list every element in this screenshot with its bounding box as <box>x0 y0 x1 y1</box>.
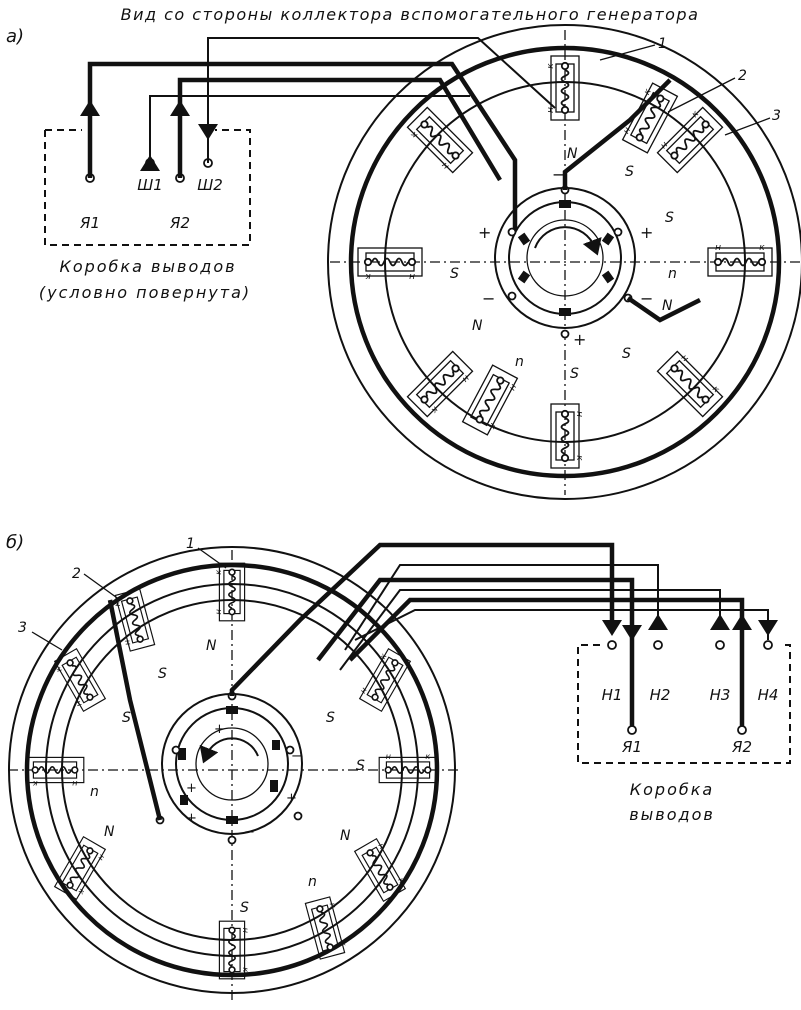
svg-text:Я2: Я2 <box>731 738 752 756</box>
svg-text:S: S <box>356 758 365 774</box>
svg-text:Н4: Н4 <box>758 686 779 704</box>
leads-b <box>107 542 778 821</box>
terminal-n2-b <box>653 640 663 650</box>
svg-text:S: S <box>570 366 579 382</box>
svg-text:n: n <box>90 784 99 800</box>
diagram-b-label: б) <box>6 532 24 553</box>
svg-text:S: S <box>622 346 631 362</box>
callouts-b: 1 2 3 <box>18 536 227 651</box>
brush-signs-b: + − + − + + <box>186 722 302 840</box>
svg-text:S: S <box>158 666 167 682</box>
frame-outer-a <box>327 24 801 500</box>
svg-text:n: n <box>308 874 317 890</box>
box-caption-a-2: (условно повернута) <box>39 283 251 302</box>
svg-text:+: + <box>186 781 197 796</box>
svg-text:−: − <box>244 825 255 840</box>
terminal-n4-b <box>763 640 773 650</box>
box-caption-b-1: Коробка <box>630 780 714 799</box>
svg-text:N: N <box>206 638 217 654</box>
svg-text:+: + <box>573 330 586 349</box>
svg-text:S: S <box>625 164 634 180</box>
terminal-ya2-b <box>737 725 747 735</box>
svg-text:N: N <box>567 146 578 162</box>
svg-text:Н2: Н2 <box>650 686 671 704</box>
callouts-a: 1 2 3 <box>599 36 781 136</box>
svg-text:Я1: Я1 <box>621 738 642 756</box>
svg-text:−: − <box>552 165 565 184</box>
svg-text:S: S <box>240 900 249 916</box>
svg-text:S: S <box>665 210 674 226</box>
svg-text:N: N <box>662 298 673 314</box>
leads-a <box>80 37 556 230</box>
svg-text:n: n <box>668 266 677 282</box>
svg-text:−: − <box>291 749 302 764</box>
svg-text:1: 1 <box>186 536 195 552</box>
armature-a <box>494 185 636 339</box>
svg-text:Н1: Н1 <box>602 686 623 704</box>
svg-text:−: − <box>640 289 653 308</box>
svg-text:N: N <box>472 318 483 334</box>
box-caption-b-2: выводов <box>629 805 715 824</box>
svg-text:3: 3 <box>18 620 27 636</box>
terminal-box-a: Я1 Я2 Ш1 Ш2 Коробка выводов (условно пов… <box>39 129 251 302</box>
svg-text:S: S <box>326 710 335 726</box>
svg-text:3: 3 <box>772 108 781 124</box>
diagram-b: б) <box>6 532 791 1000</box>
label-ya1-a: Я1 <box>79 214 100 232</box>
diagram-header: Вид со стороны коллектора вспомогательно… <box>121 5 700 24</box>
svg-text:+: + <box>640 223 653 242</box>
pole-labels-b: N S S S n N N S n S <box>90 638 365 916</box>
label-ya2-a: Я2 <box>169 214 190 232</box>
label-sh2-a: Ш2 <box>197 176 223 194</box>
armature-b <box>155 691 303 845</box>
diagram-a: а) Я1 Я2 Ш1 Ш2 Коробка выводов (условно … <box>6 24 801 500</box>
terminal-n3-b <box>715 640 725 650</box>
terminal-n1-b <box>607 640 617 650</box>
svg-text:S: S <box>122 710 131 726</box>
terminal-box-b: Н1 Н2 Н3 Н4 Я1 Я2 Коробка выводов <box>577 640 791 824</box>
svg-text:S: S <box>450 266 459 282</box>
svg-text:N: N <box>340 828 351 844</box>
box-caption-a-1: Коробка выводов <box>59 257 236 276</box>
svg-text:+: + <box>286 791 297 806</box>
svg-text:1: 1 <box>658 36 667 52</box>
svg-text:n: n <box>515 354 524 370</box>
svg-text:N: N <box>104 824 115 840</box>
svg-text:+: + <box>186 811 197 826</box>
svg-text:2: 2 <box>738 68 747 84</box>
pole-labels-a: N S S n N S n S N S <box>450 146 677 382</box>
diagram-a-label: а) <box>6 26 24 47</box>
svg-text:+: + <box>478 223 491 242</box>
svg-text:2: 2 <box>72 566 81 582</box>
svg-text:−: − <box>482 289 495 308</box>
label-sh1-a: Ш1 <box>137 176 163 194</box>
brush-signs-a: − + + − − + <box>478 165 653 349</box>
svg-text:+: + <box>214 722 225 737</box>
svg-text:Н3: Н3 <box>710 686 731 704</box>
terminal-ya1-b <box>627 725 637 735</box>
